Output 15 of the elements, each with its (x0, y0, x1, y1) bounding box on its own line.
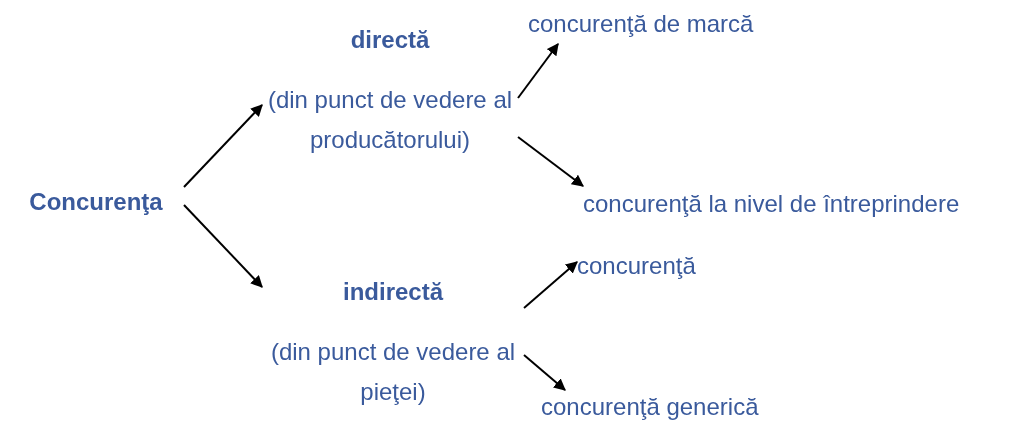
node-label: concurenţă generică (541, 391, 759, 422)
arrow (517, 136, 584, 187)
node-label: concurenţă de marcă (528, 9, 754, 39)
arrow (523, 261, 578, 309)
heading: Concurenţa (29, 187, 163, 217)
arrow (183, 104, 263, 188)
arrow (183, 204, 263, 288)
arrow (517, 43, 559, 99)
arrow (523, 354, 566, 391)
heading: indirectă (343, 277, 443, 307)
description: (din punct de vedere al pieţei) (269, 337, 517, 407)
description: (din punct de vedere al producătorului) (266, 85, 514, 155)
heading: directă (350, 25, 430, 55)
node-label: concurenţă (577, 251, 696, 281)
node-label: concurenţă la nivel de întreprindere (583, 189, 960, 219)
